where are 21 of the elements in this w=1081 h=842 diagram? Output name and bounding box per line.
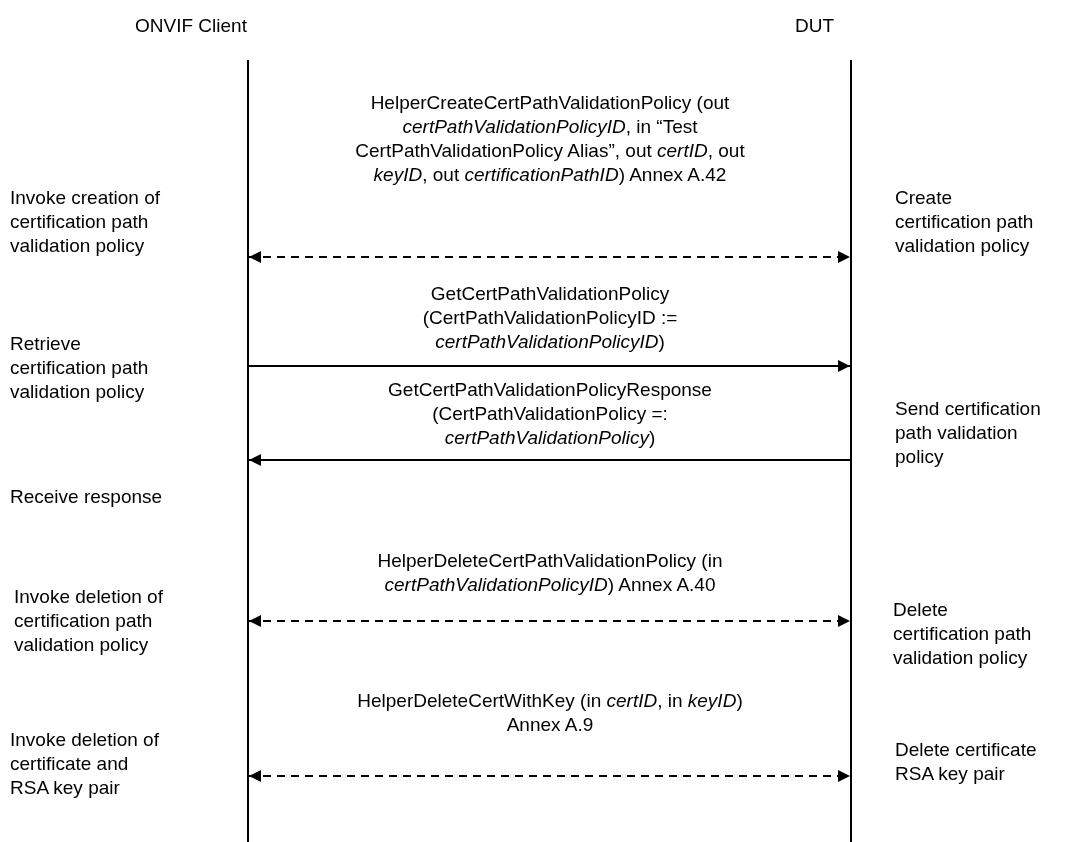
message-arrow: [248, 615, 851, 627]
edge-label: HelperDeleteCertWithKey (in certID, in keyID) Annex A.9: [356, 689, 744, 737]
step-note: Invoke deletion of certification path validation policy: [14, 585, 164, 657]
step-note: Send certification path validation policy: [895, 397, 1042, 469]
edge-label: HelperCreateCertPathValidationPolicy (out certPathValidationPolicyID, in “Test CertPathValidationPolicy Alias”, out certID, out keyID, out certificationPathID) Annex A.42: [354, 91, 746, 187]
edge-label: GetCertPathValidationPolicy (CertPathValidationPolicyID := certPathValidationPolicyID): [421, 282, 679, 354]
step-note: Invoke deletion of certificate and RSA key pair: [10, 728, 160, 800]
step-note: Receive response: [10, 485, 164, 509]
edge-label: HelperDeleteCertPathValidationPolicy (in certPathValidationPolicyID) Annex A.40: [376, 549, 724, 597]
message-arrow: [248, 770, 851, 782]
edge-label: GetCertPathValidationPolicyResponse (CertPathValidationPolicy =: certPathValidationPolicy): [387, 378, 713, 450]
step-note: Invoke creation of certification path validation policy: [10, 186, 161, 258]
message-arrow: [248, 454, 851, 466]
participant-name: ONVIF Client: [135, 14, 247, 38]
step-note: Create certification path validation policy: [895, 186, 1035, 258]
message-arrow: [248, 360, 851, 372]
participant-name: DUT: [795, 14, 835, 38]
step-note: Delete certificate RSA key pair: [895, 738, 1038, 786]
step-note: Delete certification path validation policy: [893, 598, 1033, 670]
message-arrow: [248, 251, 851, 263]
step-note: Retrieve certification path validation policy: [10, 332, 150, 404]
